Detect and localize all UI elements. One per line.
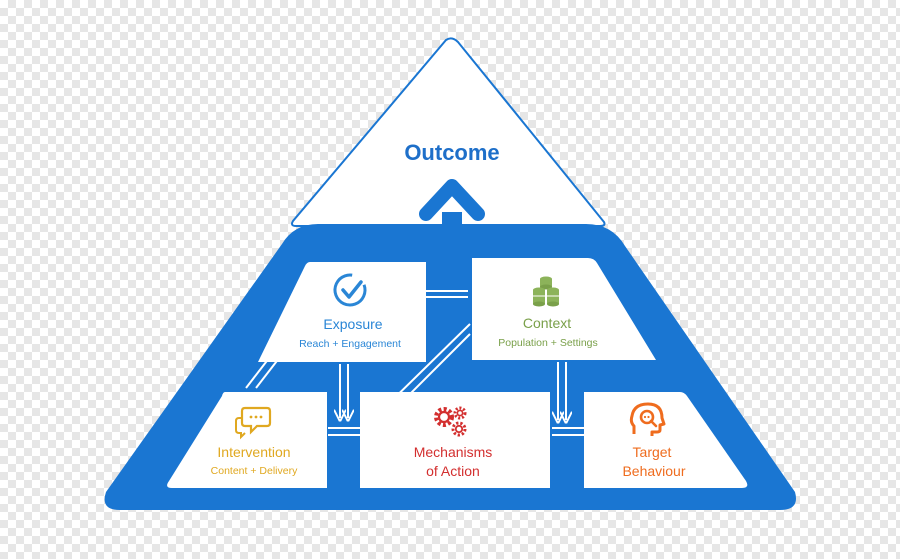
intervention-title: Intervention [217, 444, 290, 460]
arrow-context-to-mechanisms [372, 323, 471, 420]
context-box [472, 258, 656, 360]
context-subtitle: Population + Settings [498, 337, 598, 349]
outcome-section: Outcome [291, 37, 606, 227]
exposure-subtitle: Reach + Engagement [299, 338, 401, 350]
context-title: Context [523, 315, 571, 331]
target-line2: Behaviour [622, 463, 685, 479]
exposure-title: Exposure [323, 316, 382, 332]
connector-arrows [245, 291, 600, 436]
database-stack-icon [533, 276, 559, 307]
up-arrow-to-outcome [419, 179, 485, 292]
gears-icon [434, 406, 467, 437]
chat-bubbles-icon [235, 406, 272, 440]
intervention-box [167, 392, 327, 488]
target-box [584, 392, 748, 488]
intervention-subtitle: Content + Delivery [211, 465, 298, 477]
mechanisms-line2: of Action [426, 463, 480, 479]
arrow-intervention-to-exposure [245, 340, 283, 389]
outcome-label: Outcome [404, 140, 499, 165]
head-search-icon [629, 402, 666, 436]
mechanisms-line1: Mechanisms [414, 444, 493, 460]
target-line1: Target [633, 444, 672, 460]
mechanisms-box [360, 392, 550, 488]
exposure-box [258, 262, 426, 362]
